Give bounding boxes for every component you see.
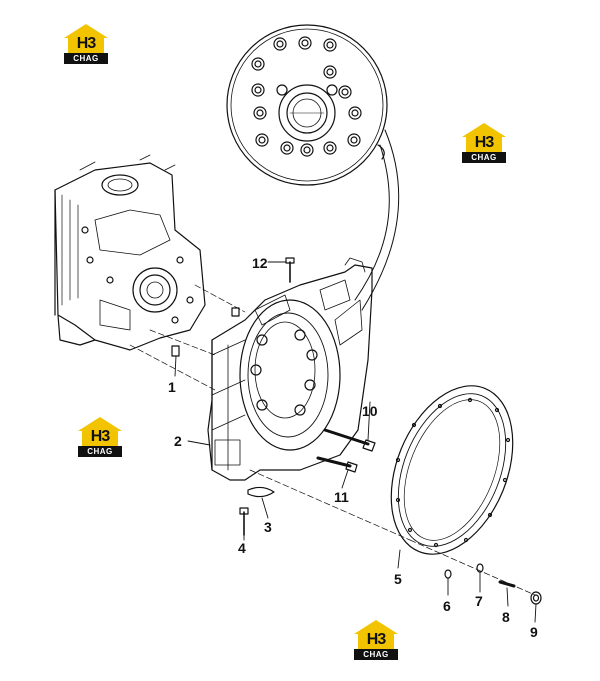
callout-9: 9: [530, 624, 538, 640]
logo-mark-text: H3: [366, 631, 386, 648]
h3-logo-watermark: H3 CHAG: [78, 417, 122, 457]
callout-12: 12: [252, 255, 268, 271]
part-4-bolt: [239, 507, 249, 536]
logo-mark-text: H3: [90, 428, 110, 445]
part-11-bolt: [316, 456, 358, 473]
logo-mark-text: H3: [474, 134, 494, 151]
engine-block: [54, 154, 206, 351]
callout-5: 5: [394, 571, 402, 587]
callout-11: 11: [334, 489, 349, 505]
h3-logo-watermark: H3 CHAG: [354, 620, 398, 660]
part-3-plate: [247, 486, 275, 498]
part-6-washer: [444, 569, 452, 579]
part-12-screw: [285, 257, 295, 283]
callout-6: 6: [443, 598, 451, 614]
part-9-nut: [530, 591, 542, 605]
logo-plate-text: CHAG: [87, 447, 113, 456]
callout-4: 4: [238, 540, 246, 556]
detail-view: [226, 24, 388, 186]
detail-bolt-holes: [251, 36, 362, 157]
alignment-lines: [129, 284, 536, 596]
callout-7: 7: [475, 593, 483, 609]
flywheel-housing: [207, 257, 373, 481]
callout-10: 10: [362, 403, 378, 419]
callout-1: 1: [168, 379, 176, 395]
h3-logo-watermark: H3 CHAG: [462, 123, 506, 163]
logo-plate-text: CHAG: [471, 153, 497, 162]
callout-leaders: [174, 261, 537, 623]
logo-plate-text: CHAG: [363, 650, 389, 659]
logo-plate-text: CHAG: [73, 54, 99, 63]
h3-logo-watermark: H3 CHAG: [64, 24, 108, 64]
detail-leader-line: [354, 129, 400, 311]
callout-3: 3: [264, 519, 272, 535]
callout-2: 2: [174, 433, 182, 449]
part-1-dowel: [171, 307, 240, 357]
logo-mark-text: H3: [76, 35, 96, 52]
part-8-stud: [498, 580, 516, 588]
part-5-ring: [390, 385, 514, 555]
callout-8: 8: [502, 609, 510, 625]
part-10-bolt: [323, 428, 376, 452]
